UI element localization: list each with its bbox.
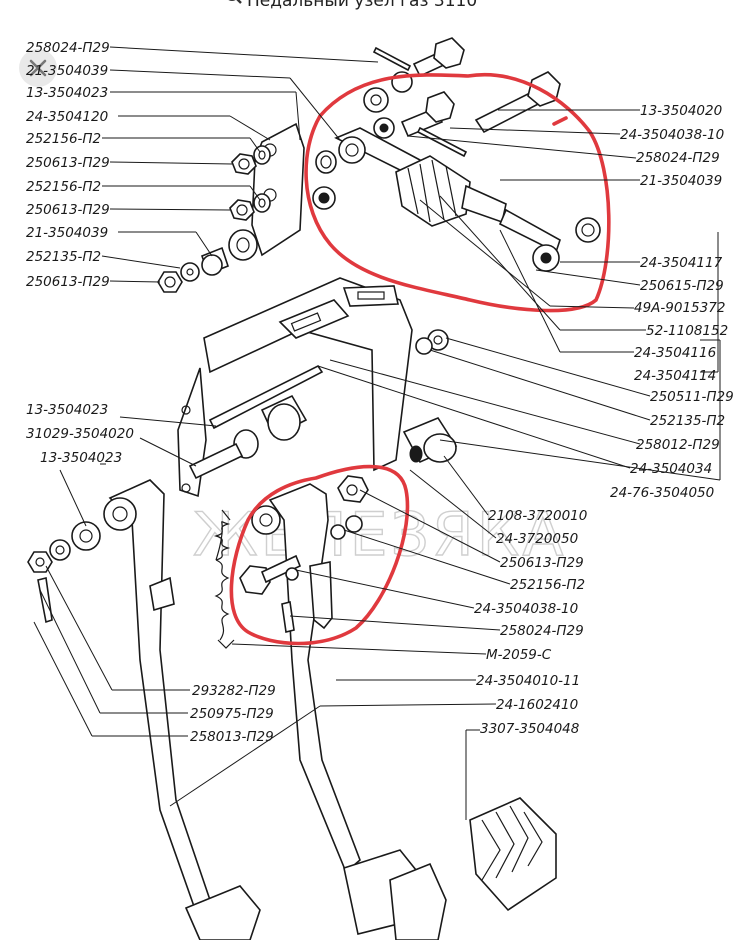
- part-label: 13-3504020: [640, 103, 722, 119]
- part-label: 31029-3504020: [26, 426, 134, 442]
- part-label: 250613-П29: [500, 555, 584, 571]
- close-x-icon: [29, 59, 47, 77]
- middle-left-labels: 13-3504023 31029-3504020 13-3504023: [26, 402, 134, 466]
- page-title: Педальный узел газ 3110: [247, 0, 477, 11]
- highlight-circle-lower: [229, 464, 410, 646]
- part-label: 2108-3720010: [488, 508, 587, 524]
- center-labels: 2108-3720010 24-3720050 250613-П29 25215…: [474, 508, 587, 737]
- part-label: 252135-П2: [26, 249, 101, 265]
- part-label: 52-1108152: [646, 323, 728, 339]
- part-label: М-2059-С: [486, 647, 552, 663]
- part-label: 258024-П29: [636, 150, 720, 166]
- part-label: 49А-9015372: [634, 300, 725, 316]
- part-label: 13-3504023: [26, 402, 108, 418]
- part-label: 250511-П29: [650, 389, 734, 405]
- part-label: 252156-П2: [26, 131, 101, 147]
- part-label: 24-3504116: [634, 345, 716, 361]
- part-label: 13-3504023: [40, 450, 122, 466]
- part-label: 250615-П29: [640, 278, 724, 294]
- bottom-left-labels: 293282-П29 250975-П29 258013-П29: [190, 683, 276, 745]
- mechanical-drawing: [27, 37, 601, 940]
- part-label: 258024-П29: [500, 623, 584, 639]
- part-label: 250613-П29: [26, 155, 110, 171]
- part-label: 24-3504120: [26, 109, 108, 125]
- part-label: 21-3504039: [640, 173, 722, 189]
- right-labels: 13-3504020 24-3504038-10 258024-П29 21-3…: [610, 103, 734, 501]
- part-label: 21-3504039: [26, 225, 108, 241]
- part-label: 250613-П29: [26, 274, 110, 290]
- part-label: 24-3504034: [630, 461, 712, 477]
- part-label: 24-3504114: [634, 368, 716, 384]
- title-bar: Педальный узел газ 3110: [228, 0, 477, 11]
- part-label: 24-3504010-11: [476, 673, 580, 689]
- part-label: 3307-3504048: [480, 721, 579, 737]
- part-label: 252135-П2: [650, 413, 725, 429]
- close-button[interactable]: [19, 49, 57, 87]
- part-label: 258013-П29: [190, 729, 274, 745]
- part-label: 24-3720050: [496, 531, 578, 547]
- part-label: 250975-П29: [190, 706, 274, 722]
- part-label: 24-3504117: [640, 255, 723, 271]
- part-label: 21-3504039: [26, 63, 108, 79]
- part-label: 250613-П29: [26, 202, 110, 218]
- magnifier-icon: [228, 0, 242, 4]
- part-label: 252156-П2: [26, 179, 101, 195]
- part-label: 24-1602410: [496, 697, 578, 713]
- part-label: 24-3504038-10: [620, 127, 724, 143]
- left-labels: 258024-П29 21-3504039 13-3504023 24-3504…: [26, 40, 110, 290]
- part-label: 293282-П29: [192, 683, 276, 699]
- part-label: 13-3504023: [26, 85, 108, 101]
- part-label: 24-3504038-10: [474, 601, 578, 617]
- part-label: 258024-П29: [26, 40, 110, 56]
- part-label: 252156-П2: [510, 577, 585, 593]
- part-label: 24-76-3504050: [610, 485, 714, 501]
- part-label: 258012-П29: [636, 437, 720, 453]
